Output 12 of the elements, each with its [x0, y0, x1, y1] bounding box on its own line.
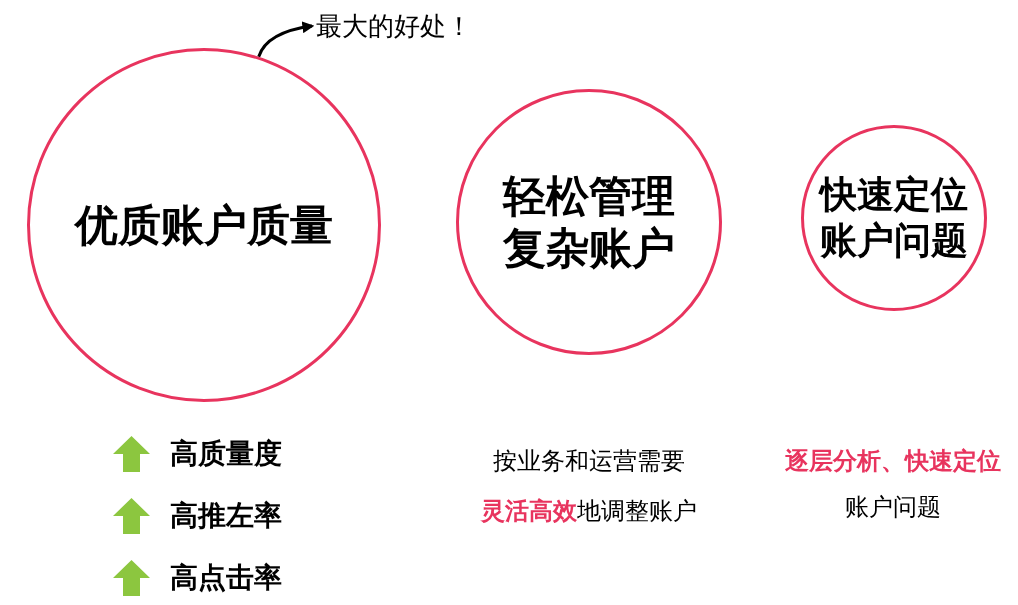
- circle-title: 快速定位账户问题: [818, 173, 969, 263]
- callout-text: 最大的好处！: [316, 10, 472, 43]
- description-text: 按业务和运营需要: [493, 446, 685, 476]
- benefit-item: 高推左率: [170, 499, 282, 533]
- curved-arrow: [257, 21, 315, 58]
- circle-title: 轻松管理复杂账户: [501, 171, 676, 274]
- circle-title: 优质账户质量: [73, 200, 334, 251]
- description-text: 逐层分析、快速定位: [785, 446, 1001, 476]
- benefit-item: 高点击率: [170, 561, 282, 595]
- description-text: 账户问题: [845, 492, 941, 522]
- description-text: 灵活高效地调整账户: [481, 496, 697, 526]
- benefit-item: 高质量度: [170, 437, 282, 471]
